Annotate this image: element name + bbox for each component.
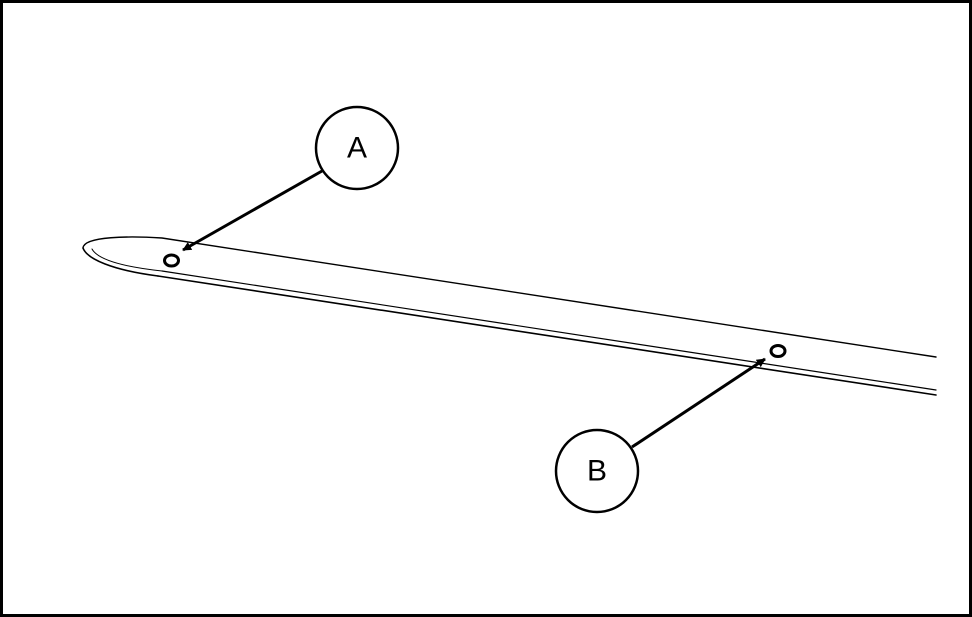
blade-bottom-edge-inner (161, 270, 937, 391)
dipstick-blade (82, 236, 937, 396)
callout-a: A (182, 105, 400, 252)
blade-top-edge (82, 236, 937, 358)
callout-b-circle (554, 428, 640, 514)
blade-bottom-edge-outer (157, 275, 937, 396)
callout-b-label: B (587, 455, 607, 488)
callout-a-label: A (347, 132, 367, 165)
callout-b-leader-arrow (631, 357, 766, 449)
callout-a-leader-arrow (182, 169, 323, 252)
callout-a-circle (314, 105, 400, 191)
blade-tip-inner (91, 248, 163, 272)
callout-b: B (554, 357, 766, 514)
hole-mark-b (769, 344, 787, 358)
blade-tip (82, 247, 159, 277)
hole-mark-a (163, 253, 180, 268)
